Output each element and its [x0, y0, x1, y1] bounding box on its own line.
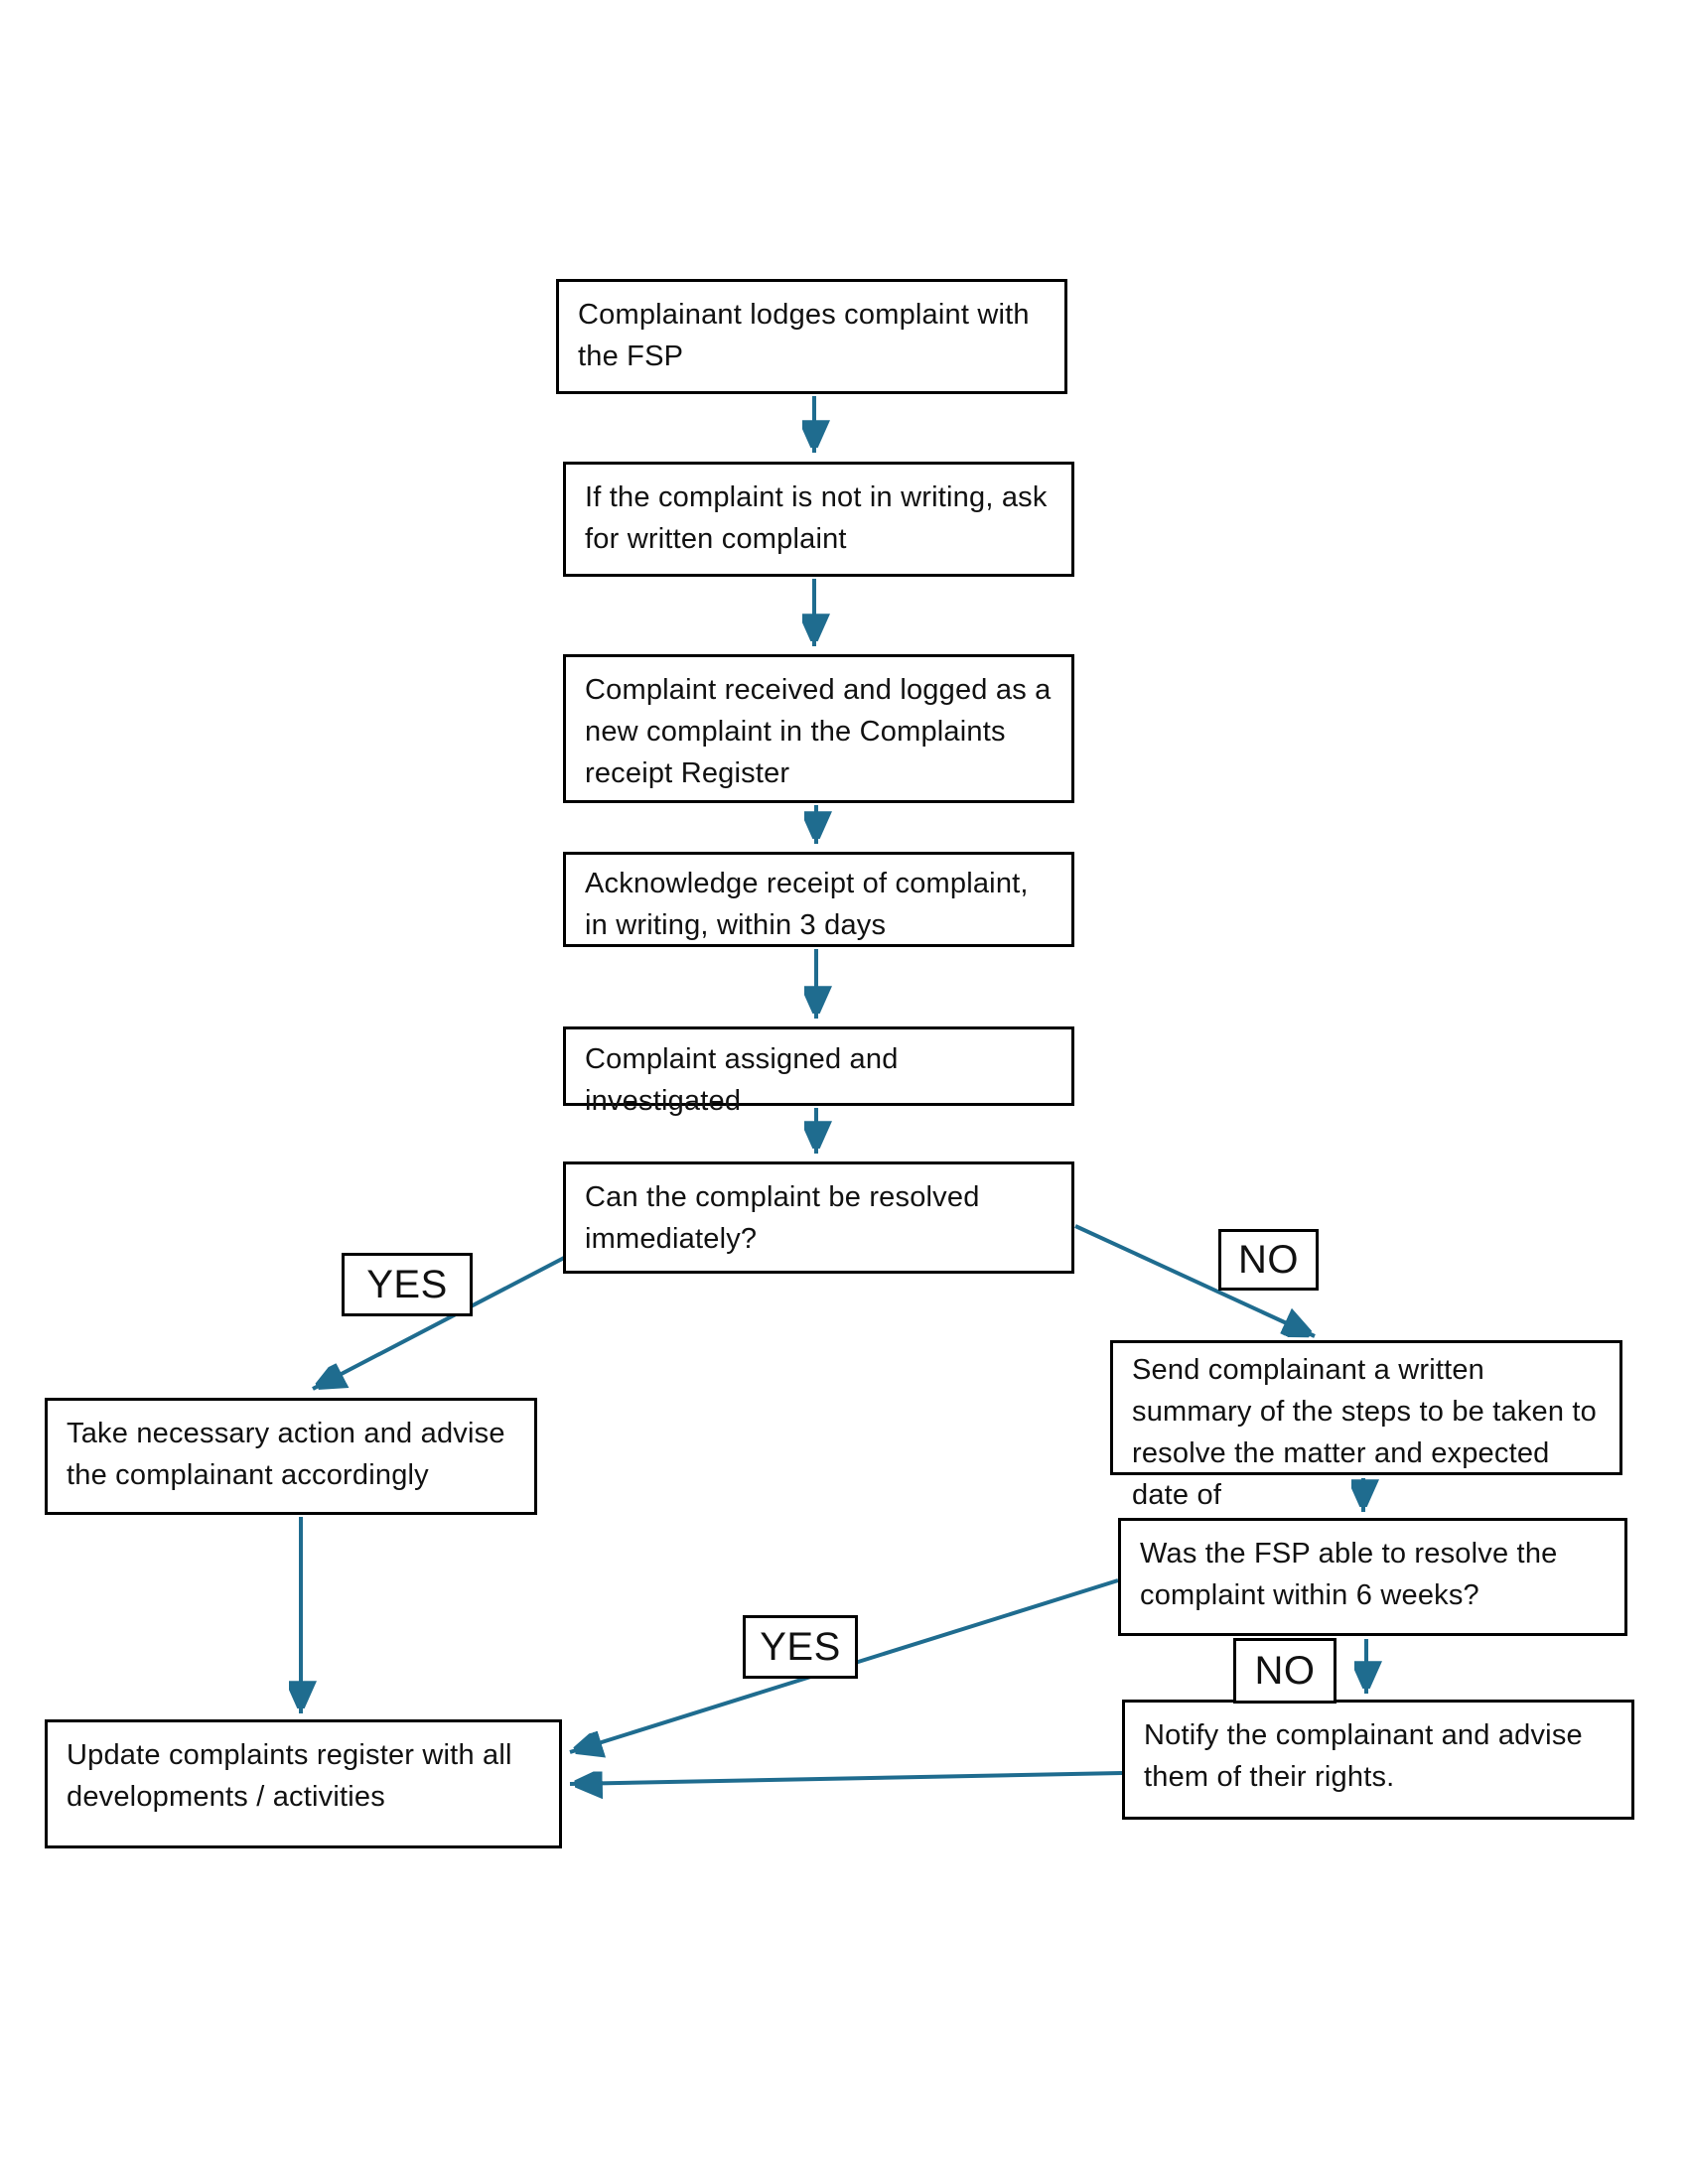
arrow-notify-to-update: [569, 1771, 1123, 1784]
label-no-immediate: NO: [1218, 1229, 1319, 1291]
node-ask-written-complaint: If the complaint is not in writing, ask …: [563, 462, 1074, 577]
label-yes-immediate: YES: [342, 1253, 473, 1316]
arrow-decision-no-to-summary: [1074, 1224, 1315, 1338]
node-complaint-logged: Complaint received and logged as a new c…: [563, 654, 1074, 803]
label-yes-six-weeks: YES: [743, 1615, 858, 1679]
node-acknowledge-receipt: Acknowledge receipt of complaint, in wri…: [563, 852, 1074, 947]
label-no-six-weeks: NO: [1233, 1638, 1336, 1704]
node-decision-resolve-immediately: Can the complaint be resolved immediatel…: [563, 1161, 1074, 1274]
node-take-necessary-action: Take necessary action and advise the com…: [45, 1398, 537, 1515]
node-decision-six-weeks: Was the FSP able to resolve the complain…: [1118, 1518, 1627, 1636]
node-complainant-lodges: Complainant lodges complaint with the FS…: [556, 279, 1067, 394]
node-notify-complainant: Notify the complainant and advise them o…: [1122, 1700, 1634, 1820]
node-update-register: Update complaints register with all deve…: [45, 1719, 562, 1848]
node-send-written-summary: Send complainant a written summary of th…: [1110, 1340, 1622, 1511]
arrow-decision-yes-to-action: [313, 1255, 567, 1391]
node-complaint-assigned: Complaint assigned and investigated: [563, 1026, 1074, 1117]
